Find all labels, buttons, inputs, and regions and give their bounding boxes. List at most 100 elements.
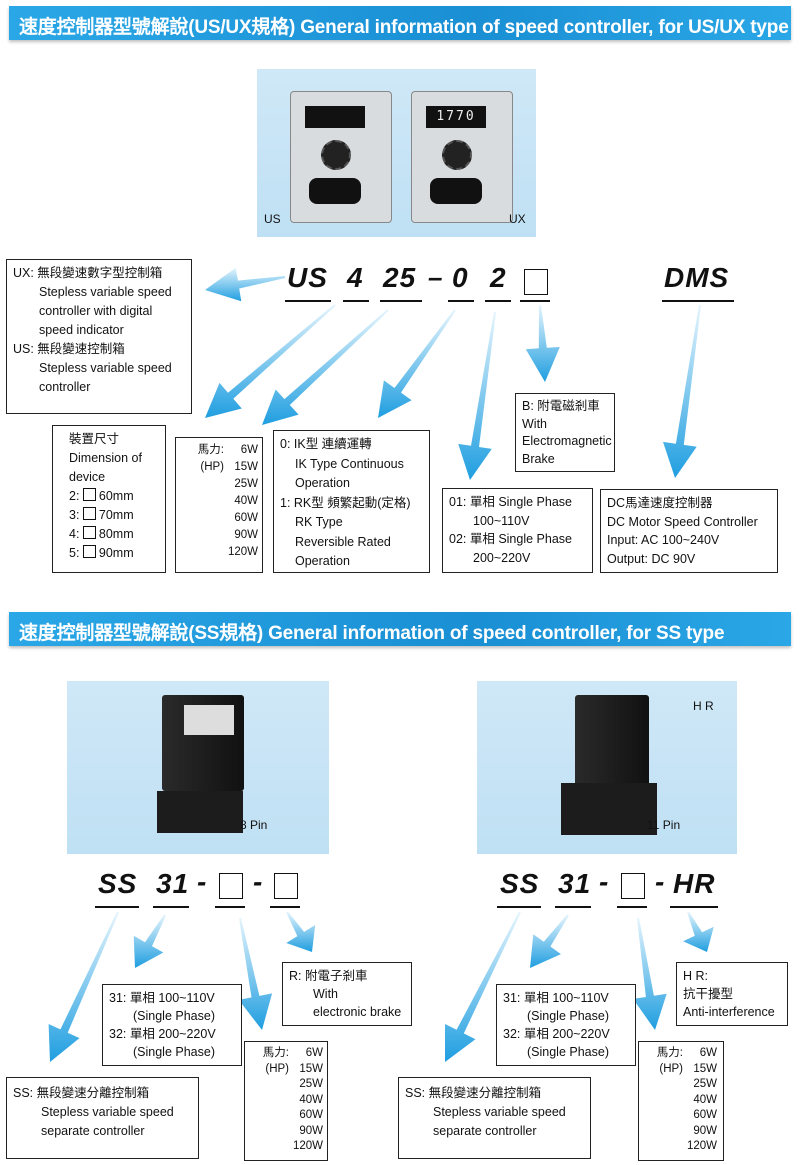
dimension-item: 4: 80mm — [69, 526, 134, 541]
code-part-phase: 2 — [490, 262, 507, 293]
code-underline — [270, 906, 300, 908]
code-dash: - — [655, 866, 666, 897]
text-line: Stepless variable speed — [41, 1105, 174, 1119]
operation-type-box: 0: IK型 連續運轉 IK Type Continuous Operation… — [273, 430, 430, 573]
text-line: 01: 單相 Single Phase — [449, 495, 572, 509]
ss-description-box: SS: 無段變速分離控制箱 Stepless variable speed se… — [6, 1077, 199, 1159]
ss-code-power-box — [621, 873, 645, 899]
text-line: 31: 單相 100~110V — [109, 991, 215, 1005]
text-line: Stepless variable speed — [39, 361, 172, 375]
pointer-arrow-icon — [262, 309, 389, 425]
ss-code-option-box — [274, 873, 298, 899]
code-underline — [380, 300, 422, 302]
pointer-arrow-icon — [530, 914, 569, 968]
code-dash: - — [599, 866, 610, 897]
ss-power-box: 馬力:6W (HP)15W 25W 40W 60W 90W 120W — [244, 1041, 328, 1161]
socket-base-image — [561, 783, 657, 835]
code-underline — [343, 300, 369, 302]
code-dash: - — [197, 866, 208, 897]
code-underline — [285, 300, 331, 302]
text-line: (Single Phase) — [133, 1045, 215, 1059]
pointer-arrow-icon — [205, 267, 286, 302]
text-line: separate controller — [41, 1124, 145, 1138]
us-ux-product-photo: 1770 US UX — [257, 69, 536, 237]
switch-icon — [309, 178, 361, 204]
dimension-item: 2: 60mm — [69, 488, 134, 503]
us-display-window — [305, 106, 365, 128]
text-line: Reversible Rated — [295, 534, 391, 549]
text-line: RK Type — [295, 515, 343, 529]
text-line: Operation — [295, 554, 350, 568]
relay-body-image — [162, 695, 244, 791]
text-line: device — [69, 470, 106, 484]
ss-code-series: SS — [98, 868, 138, 899]
speed-knob-icon — [321, 140, 351, 170]
dms-description-box: DC馬達速度控制器 DC Motor Speed Controller Inpu… — [600, 489, 778, 573]
pointer-arrow-icon — [663, 304, 701, 478]
text-line: Electromagnetic — [522, 434, 612, 448]
text-line: UX: 無段變速數字型控制箱 — [13, 266, 163, 280]
socket-base-image — [157, 791, 243, 833]
text-line: IK Type Continuous — [295, 456, 404, 471]
code-underline — [153, 906, 189, 908]
ss-code-power-box — [219, 873, 243, 899]
phase-voltage-box: 01: 單相 Single Phase 100~110V 02: 單相 Sing… — [442, 488, 593, 573]
relay-sticker — [184, 705, 234, 735]
text-line: 100~110V — [473, 513, 530, 528]
us-photo-label: US — [264, 212, 281, 226]
pointer-arrow-icon — [48, 911, 119, 1062]
text-line: controller — [39, 380, 91, 394]
us-unit-image — [290, 91, 392, 223]
text-line: Output: DC 90V — [607, 551, 696, 566]
ss-power-box: 馬力:6W (HP)15W 25W 40W 60W 90W 120W — [638, 1041, 724, 1161]
code-part-dms: DMS — [664, 262, 730, 293]
pointer-arrow-icon — [286, 911, 316, 952]
ss-8pin-photo: 8 Pin — [67, 681, 329, 854]
ss-brake-box: R: 附電子剎車 With electronic brake — [282, 962, 412, 1026]
text-line: Stepless variable speed — [39, 285, 172, 299]
ss-description-box: SS: 無段變速分離控制箱 Stepless variable speed se… — [398, 1077, 591, 1159]
us-section-banner: 速度控制器型號解說(US/UX規格) General information o… — [9, 6, 791, 40]
ss-voltage-box: 31: 單相 100~110V (Single Phase) 32: 單相 20… — [496, 984, 636, 1066]
pointer-arrow-icon — [445, 911, 521, 1062]
text-line: electronic brake — [313, 1005, 402, 1019]
code-underline — [485, 300, 511, 302]
text-line: Dimension of — [69, 451, 142, 465]
relay-body-image — [575, 695, 649, 797]
text-line: Anti-interference — [683, 1005, 775, 1019]
ux-photo-label: UX — [509, 212, 526, 226]
text-line: Input: AC 100~240V — [607, 533, 720, 547]
ss-code-voltage: 31 — [156, 868, 190, 899]
text-line: With — [522, 416, 547, 431]
pointer-arrow-icon — [205, 304, 336, 418]
text-line: B: 附電磁剎車 — [522, 399, 600, 413]
text-line: controller with digital — [39, 304, 153, 318]
text-line: 0: IK型 連續運轉 — [280, 437, 372, 451]
hr-description-box: H R: 抗干擾型 Anti-interference — [676, 962, 788, 1026]
text-line: SS: 無段變速分離控制箱 — [405, 1086, 542, 1100]
code-dash: - — [253, 866, 264, 897]
text-line: separate controller — [433, 1124, 537, 1138]
pointer-arrow-icon — [238, 917, 273, 1030]
ss-11pin-photo: H R 11 Pin — [477, 681, 737, 854]
code-part-series: US — [287, 262, 328, 293]
text-line: 31: 單相 100~110V — [503, 991, 609, 1005]
text-line: With — [313, 987, 338, 1001]
power-box: 馬力:6W (HP)15W 25W 40W 60W 90W 120W — [175, 437, 263, 573]
text-line: DC Motor Speed Controller — [607, 514, 758, 529]
ux-digital-display: 1770 — [426, 106, 486, 128]
text-line: 200~220V — [473, 550, 531, 565]
ss-section-banner: 速度控制器型號解說(SS規格) General information of s… — [9, 612, 791, 646]
brake-option-box: B: 附電磁剎車 With Electromagnetic Brake — [515, 393, 615, 472]
ux-unit-image: 1770 — [411, 91, 513, 223]
speed-knob-icon — [442, 140, 472, 170]
ss-voltage-box: 31: 單相 100~110V (Single Phase) 32: 單相 20… — [102, 984, 242, 1066]
ss-code-series: SS — [500, 868, 540, 899]
dimension-box: 裝置尺寸 Dimension of device 2: 60mm 3: 70mm… — [52, 425, 166, 573]
ux-us-description-box: UX: 無段變速數字型控制箱 Stepless variable speed c… — [6, 259, 192, 414]
ss-section-title: 速度控制器型號解說(SS規格) General information of s… — [19, 623, 725, 644]
pointer-arrow-icon — [133, 914, 166, 968]
text-line: SS: 無段變速分離控制箱 — [13, 1086, 150, 1100]
code-dash: – — [428, 262, 444, 292]
ss-11pin-label: 11 Pin — [647, 818, 681, 832]
